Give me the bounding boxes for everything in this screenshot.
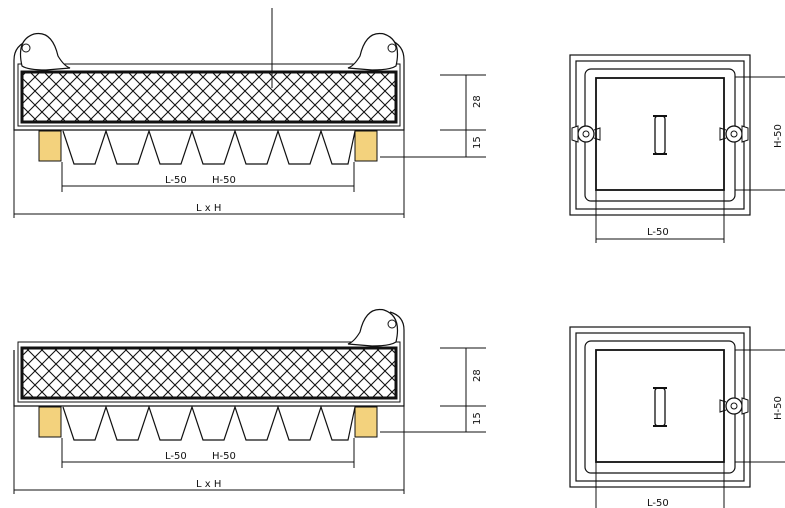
right-clip-icon bbox=[347, 308, 399, 347]
dim-label-lxh: L x H bbox=[196, 479, 221, 490]
frame-inner bbox=[17, 63, 401, 127]
dim-label-h50: H-50 bbox=[773, 396, 784, 420]
top-side-view: L-50 H-50 L x H 28 15 bbox=[13, 8, 486, 218]
latch-left-icon bbox=[571, 125, 601, 143]
latch-right-icon bbox=[719, 125, 749, 143]
pleats bbox=[62, 129, 356, 165]
left-clip-pin-icon bbox=[21, 43, 31, 53]
handle-icon bbox=[654, 115, 666, 155]
dim-label-15: 15 bbox=[472, 136, 483, 149]
filter-panel bbox=[595, 77, 725, 191]
dim-label-28: 28 bbox=[472, 369, 483, 382]
yellow-block-right bbox=[354, 406, 378, 438]
dim-label-h50: H-50 bbox=[212, 175, 236, 186]
filter-panel bbox=[595, 349, 725, 463]
right-clip-pin-icon bbox=[387, 319, 397, 329]
right-clip-icon bbox=[347, 32, 399, 71]
outer-frame bbox=[569, 326, 751, 488]
dim-label-h50: H-50 bbox=[212, 451, 236, 462]
right-clip-pin-icon bbox=[387, 43, 397, 53]
filter-media bbox=[20, 346, 398, 400]
frame-outline bbox=[13, 311, 405, 407]
bottom-side-view: L-50 H-50 L x H 28 15 bbox=[13, 308, 486, 494]
dim-label-l50: L-50 bbox=[647, 498, 669, 508]
dim-label-lxh: L x H bbox=[196, 203, 221, 214]
latch-right-icon bbox=[719, 397, 749, 415]
dim-label-h50: H-50 bbox=[773, 124, 784, 148]
yellow-block-right bbox=[354, 130, 378, 162]
top-front-view: L-50 H-50 bbox=[569, 54, 785, 243]
handle-icon bbox=[654, 387, 666, 427]
dim-label-l50: L-50 bbox=[165, 451, 187, 462]
dim-label-l50: L-50 bbox=[647, 227, 669, 238]
dim-label-15: 15 bbox=[472, 412, 483, 425]
filter-media bbox=[20, 70, 398, 124]
left-clip-icon bbox=[19, 32, 71, 71]
dim-label-28: 28 bbox=[472, 95, 483, 108]
dim-label-l50: L-50 bbox=[165, 175, 187, 186]
yellow-block-left bbox=[38, 130, 62, 162]
outer-frame bbox=[569, 54, 751, 216]
frame-inner bbox=[17, 341, 401, 403]
bottom-front-view: L-50 H-50 bbox=[569, 326, 785, 508]
pleats bbox=[62, 405, 356, 441]
yellow-block-left bbox=[38, 406, 62, 438]
